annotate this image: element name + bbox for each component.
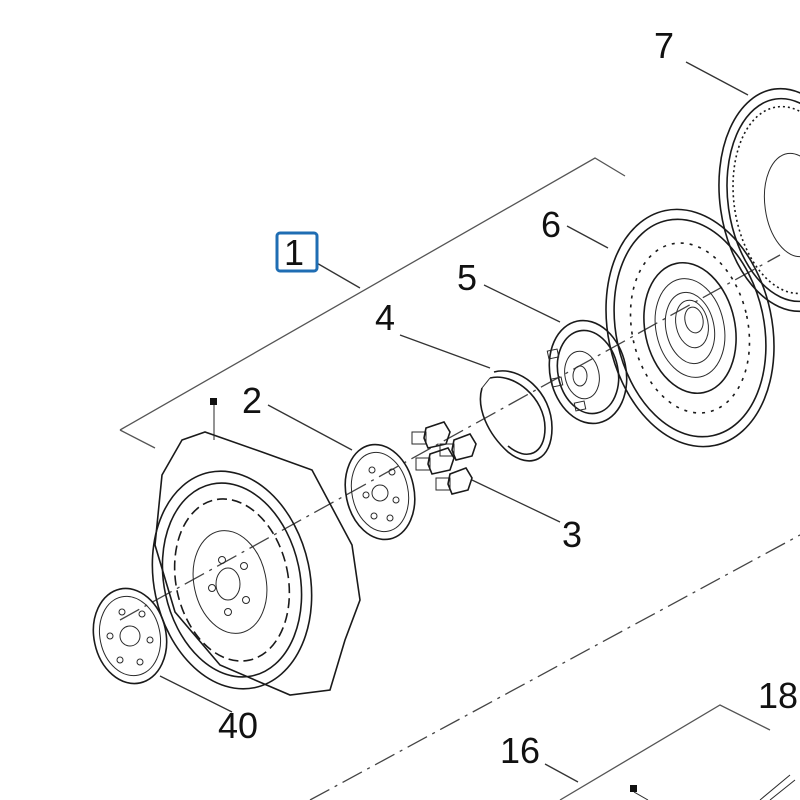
bearing-plate-part-5 (483, 284, 628, 425)
hub-plate-part-40 (92, 587, 233, 713)
clutch-disc-part-6 (566, 208, 775, 448)
callout-2[interactable]: 2 (242, 380, 262, 421)
snap-ring-part-4 (399, 334, 553, 462)
bolt-2 (439, 433, 477, 461)
callout-40[interactable]: 40 (218, 705, 258, 746)
callout-4[interactable]: 4 (375, 297, 395, 338)
bolt-3 (415, 447, 455, 475)
flywheel-part-7 (685, 61, 800, 313)
callout-1[interactable]: 1 (284, 232, 304, 273)
callout-16[interactable]: 16 (500, 730, 540, 771)
callout-3[interactable]: 3 (562, 514, 582, 555)
spacer-plate-part-2 (267, 404, 416, 541)
assembly-bracket (119, 157, 626, 449)
center-axis-lines (119, 254, 800, 800)
callout-18[interactable]: 18 (758, 675, 798, 716)
part-16-18-fragment (544, 763, 796, 800)
callout-6[interactable]: 6 (541, 204, 561, 245)
bolts-part-3 (411, 421, 561, 523)
callout-5[interactable]: 5 (457, 257, 477, 298)
bolt-4 (435, 467, 473, 495)
callout-7[interactable]: 7 (654, 25, 674, 66)
lower-assembly-bracket (559, 704, 771, 800)
pressure-plate-cover (151, 398, 361, 696)
callout-1-highlight-box[interactable] (275, 231, 319, 273)
